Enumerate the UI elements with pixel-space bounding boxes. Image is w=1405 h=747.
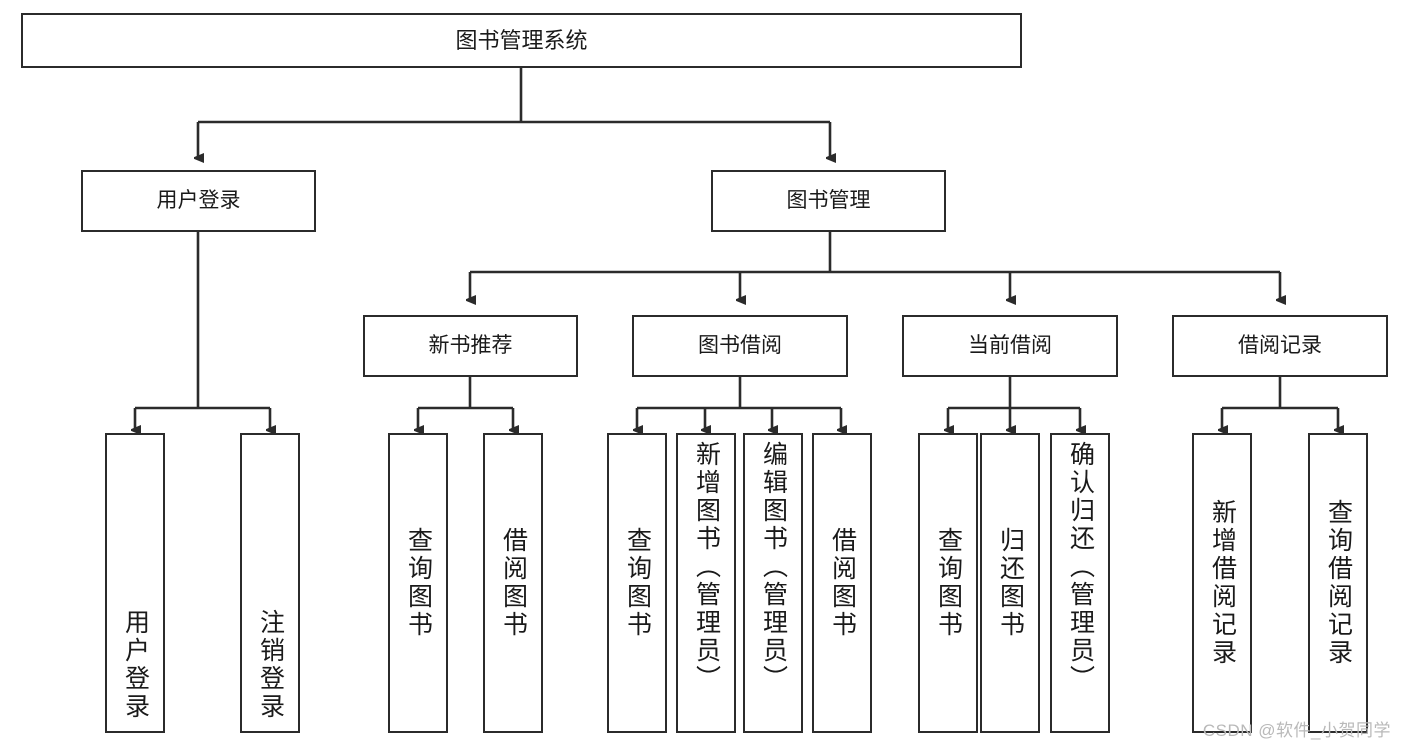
node-leaf-logout[interactable]: 注销登录: [240, 433, 300, 733]
node-label: 图书借阅: [698, 333, 782, 357]
node-label: 当前借阅: [968, 333, 1052, 357]
node-leaf-add-book[interactable]: 新增图书（管理员）: [676, 433, 736, 733]
node-label: 借阅记录: [1238, 333, 1322, 357]
node-leaf-query-record[interactable]: 查询借阅记录: [1308, 433, 1368, 733]
node-label: 新增图书（管理员）: [692, 441, 721, 693]
node-user-login[interactable]: 用户登录: [81, 170, 316, 232]
node-leaf-query-book-2[interactable]: 查询图书: [607, 433, 667, 733]
node-label: 查询图书: [404, 527, 433, 639]
node-label: 确认归还（管理员）: [1066, 441, 1095, 693]
node-label: 图书管理系统: [455, 27, 588, 53]
node-label: 借阅图书: [828, 527, 857, 639]
node-leaf-confirm-return[interactable]: 确认归还（管理员）: [1050, 433, 1110, 733]
node-leaf-edit-book[interactable]: 编辑图书（管理员）: [743, 433, 803, 733]
node-label: 归还图书: [996, 527, 1025, 639]
node-current-borrow[interactable]: 当前借阅: [902, 315, 1118, 377]
node-label: 借阅图书: [499, 527, 528, 639]
node-leaf-borrow-book-2[interactable]: 借阅图书: [812, 433, 872, 733]
node-label: 用户登录: [156, 188, 241, 212]
watermark-text: CSDN @软件_小贺同学: [1202, 721, 1391, 740]
node-book-borrow[interactable]: 图书借阅: [632, 315, 848, 377]
node-leaf-add-record[interactable]: 新增借阅记录: [1192, 433, 1252, 733]
node-label: 新书推荐: [428, 333, 513, 357]
node-leaf-user-login[interactable]: 用户登录: [105, 433, 165, 733]
node-root-system[interactable]: 图书管理系统: [21, 13, 1022, 68]
node-label: 编辑图书（管理员）: [759, 441, 788, 693]
node-book-manage[interactable]: 图书管理: [711, 170, 946, 232]
node-label: 图书管理: [786, 188, 871, 212]
node-leaf-query-book-1[interactable]: 查询图书: [388, 433, 448, 733]
node-leaf-return-book[interactable]: 归还图书: [980, 433, 1040, 733]
node-label: 查询图书: [934, 527, 963, 639]
node-label: 查询借阅记录: [1324, 499, 1353, 667]
node-label: 新增借阅记录: [1208, 499, 1237, 667]
node-leaf-borrow-book-1[interactable]: 借阅图书: [483, 433, 543, 733]
node-borrow-record[interactable]: 借阅记录: [1172, 315, 1388, 377]
node-label: 注销登录: [256, 609, 285, 721]
node-leaf-query-book-3[interactable]: 查询图书: [918, 433, 978, 733]
node-label: 查询图书: [623, 527, 652, 639]
node-new-book-rec[interactable]: 新书推荐: [363, 315, 578, 377]
node-label: 用户登录: [121, 609, 150, 721]
